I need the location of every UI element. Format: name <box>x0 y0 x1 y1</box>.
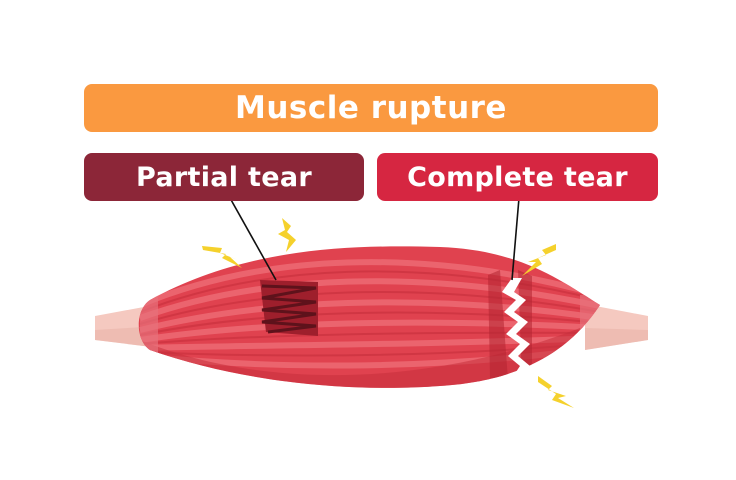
complete-tear-split <box>502 278 530 378</box>
lightning-icon <box>522 244 556 276</box>
complete-tear-label: Complete tear <box>377 153 658 201</box>
partial-tear <box>260 280 318 336</box>
partial-tear-label: Partial tear <box>84 153 364 201</box>
lightning-icon <box>278 218 296 252</box>
lightning-icon <box>538 376 574 408</box>
partial-callout-line <box>229 197 277 281</box>
complete-callout-line <box>511 197 520 281</box>
right-tendon-shade <box>585 328 648 350</box>
lightning-icon <box>202 246 242 268</box>
title-banner: Muscle rupture <box>84 84 658 132</box>
